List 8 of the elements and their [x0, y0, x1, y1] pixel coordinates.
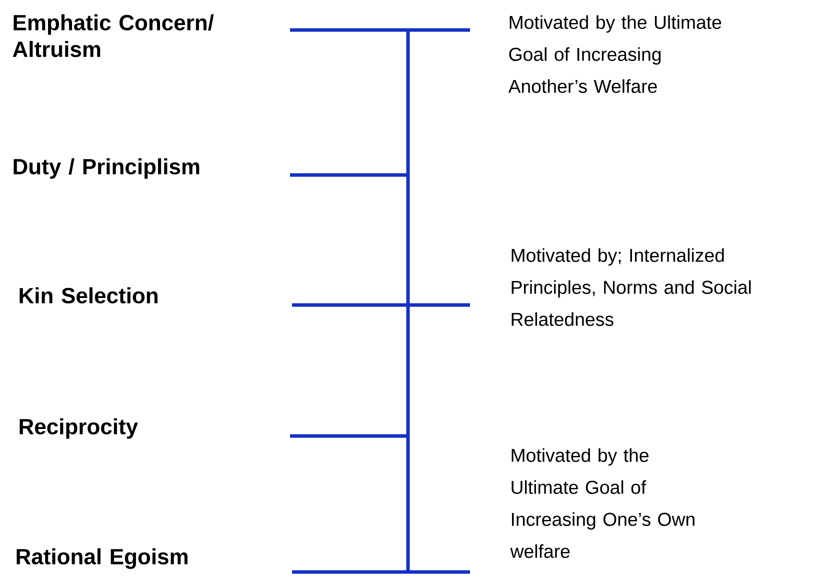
scale-label: Reciprocity [20, 418, 138, 439]
scale-label: Emphatic Concern/ Altruism [12, 14, 214, 58]
description-text: Motivated by; Internalized Principles, Norms and Social Relatedness [512, 248, 751, 326]
description-text: Motivated by the Ultimate Goal of Increasing One’s Own welfare [510, 448, 694, 558]
scale-label: Duty / Principlism [14, 158, 200, 179]
scale-label: Kin Selection [20, 287, 158, 304]
scale-label: Rational Egoism [16, 548, 188, 569]
description-text: Motivated by the Ultimate Goal of Increasing Another’s Welfare [508, 15, 722, 93]
